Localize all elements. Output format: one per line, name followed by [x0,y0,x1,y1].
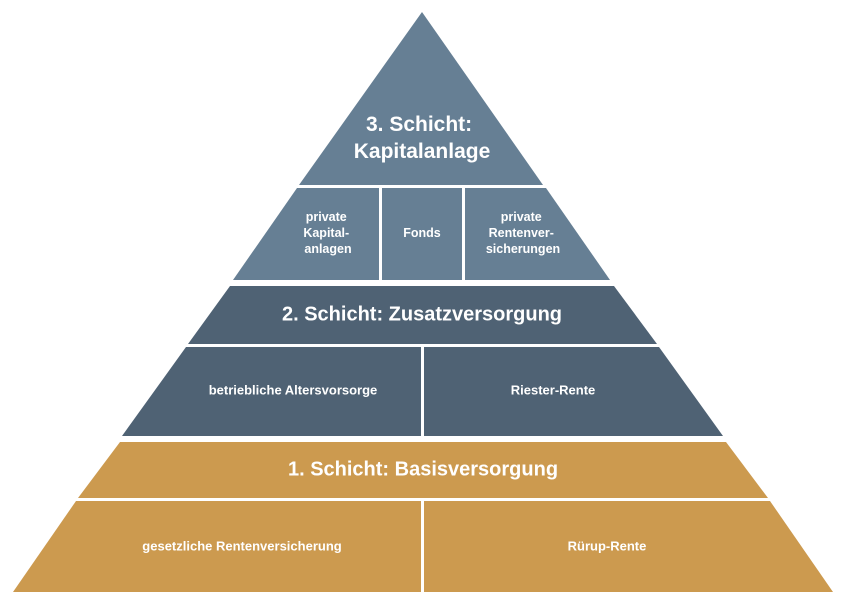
layer-2-title: 2. Schicht: Zusatzversorgung [282,303,562,325]
layer-2-item-betriebliche-altersvorsorge [122,347,421,436]
layer-2-item-label-riester-rente: Riester-Rente [511,382,596,397]
layer-3-item-label-line: private [501,210,542,224]
layer-3-title: 3. Schicht: Kapitalanlage [354,113,491,163]
layer-3-item-private-rentenversicherungen [465,188,610,280]
layer-1-title-block [78,442,768,498]
layer-3-item-label-line: Fonds [403,226,441,240]
layer-2-item-riester-rente [424,347,723,436]
layer-1-item-ruerup-rente [424,501,833,592]
layer-3-item-label-line: anlagen [304,242,351,256]
layer-1-item-gesetzliche-rentenversicherung [13,501,421,592]
layer-3-item-label-line: Rentenver- [489,226,554,240]
layer-3-title-line2: Kapitalanlage [354,140,491,163]
layer-2-item-label-betriebliche-altersvorsorge: betriebliche Altersvorsorge [209,382,378,397]
layer-1-title: 1. Schicht: Basisversorgung [288,458,558,480]
layer-3-title-block [299,12,543,185]
layer-3-item-fonds [382,188,462,280]
layer-3-item-label-private-kapitalanlagen: private Kapital- anlagen [303,210,352,256]
layer-3-item-label-line: private [306,210,347,224]
layer-3-item-label-fonds: Fonds [403,226,441,240]
layer-3-item-private-kapitalanlagen [233,188,379,280]
layer-3-title-line1: 3. Schicht: [366,113,472,136]
layer-3-item-label-private-rentenversicherungen: private Rentenver- sicherungen [486,210,560,256]
layer-2-title-block [188,286,657,344]
layer-1-item-label-gesetzliche-rentenversicherung: gesetzliche Rentenversicherung [142,538,341,553]
layer-3-item-label-line: Kapital- [303,226,349,240]
layer-1-item-label-ruerup-rente: Rürup-Rente [568,538,647,553]
layer-3-item-label-line: sicherungen [486,242,560,256]
